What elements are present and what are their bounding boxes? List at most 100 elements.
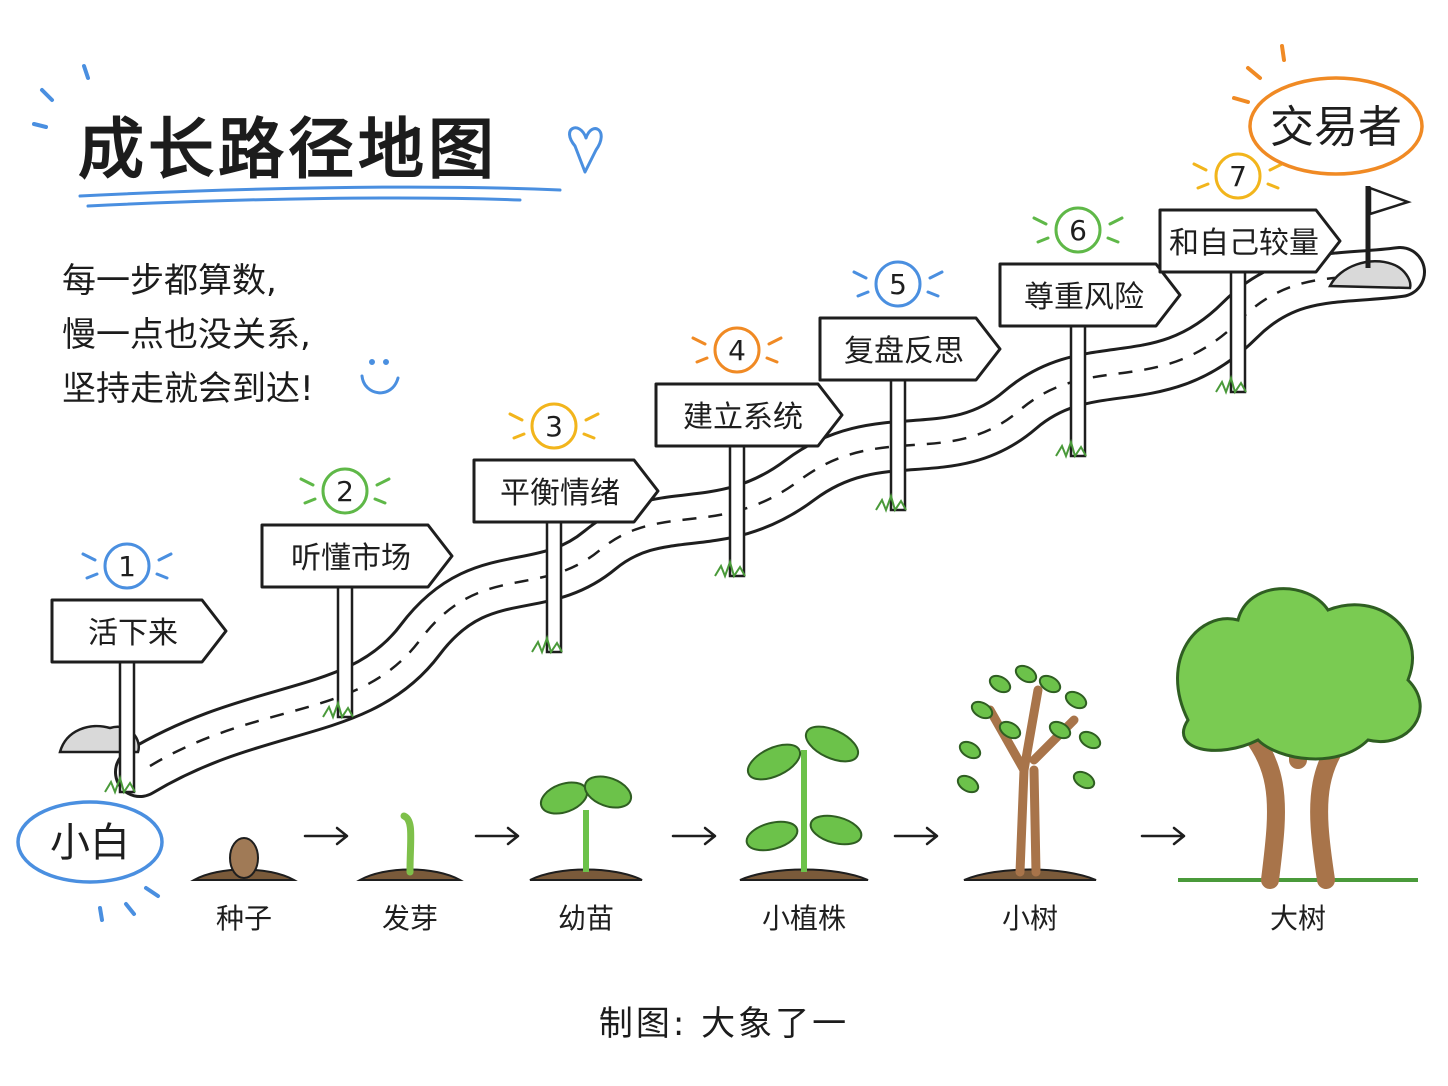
signpost-step-6: 尊重风险 6 xyxy=(998,206,1182,459)
step-label: 尊重风险 xyxy=(1024,280,1144,315)
step-number-circle xyxy=(713,326,761,374)
start-badge: 小白 xyxy=(16,800,164,922)
sign-board xyxy=(1158,208,1342,274)
start-label: 小白 xyxy=(50,820,130,866)
stage-label: 小植株 xyxy=(762,902,846,935)
motto-line-3: 坚持走就会到达! xyxy=(62,369,314,409)
finish-flag-icon xyxy=(1328,186,1412,290)
step-number-circle xyxy=(1214,152,1262,200)
growth-stage-5: 小树 xyxy=(956,664,1102,935)
signpost-step-3: 平衡情绪 3 xyxy=(472,402,660,655)
arrow-right-icon xyxy=(671,826,717,846)
sign-post xyxy=(118,660,136,794)
sparkle-icon xyxy=(1032,216,1124,244)
leaf xyxy=(1048,720,1072,740)
sparkle-icon xyxy=(1192,162,1284,190)
leaf xyxy=(1038,674,1062,694)
page-title: 成长路径地图 xyxy=(78,111,498,188)
step-number-circle xyxy=(1054,206,1102,254)
grass-tuft xyxy=(1055,438,1087,459)
step-label: 和自己较量 xyxy=(1169,226,1319,261)
motto-line-2: 慢一点也没关系, xyxy=(62,315,311,355)
arrow-right-icon xyxy=(893,826,939,846)
soil-mound xyxy=(739,868,869,881)
step-number: 4 xyxy=(728,334,746,367)
young-tree-trunk xyxy=(985,685,1079,877)
step-number: 3 xyxy=(545,410,563,443)
leaf xyxy=(583,775,633,809)
leaf xyxy=(745,820,799,852)
leaf xyxy=(809,814,863,846)
leaf xyxy=(746,743,802,781)
grass-tuft xyxy=(104,774,136,795)
step-label: 听懂市场 xyxy=(291,541,411,576)
grass-tuft xyxy=(875,492,907,513)
arrow-right-icon xyxy=(474,826,520,846)
signpost-step-1: 活下来 1 xyxy=(50,542,228,795)
stage-label: 小树 xyxy=(1002,902,1058,935)
sign-post xyxy=(1229,270,1247,394)
end-badge: 交易者 xyxy=(1232,44,1424,176)
grass-tuft xyxy=(1215,374,1247,395)
sparkle-icon xyxy=(299,477,391,505)
growth-stage-6: 大树 xyxy=(1176,587,1422,935)
step-label: 复盘反思 xyxy=(844,334,964,369)
sign-post xyxy=(728,444,746,578)
growth-stages: 种子 发芽 幼苗 小植株 小树 大树 xyxy=(190,587,1422,935)
growth-stage-1: 种子 xyxy=(190,837,298,935)
sparkle-icon xyxy=(508,412,600,440)
sparkle-icon xyxy=(81,552,173,580)
motto-line-1: 每一步都算数, xyxy=(62,261,277,301)
sign-board xyxy=(260,523,454,589)
sprout-icon xyxy=(400,812,415,876)
sparkle-icon xyxy=(852,270,944,298)
smiley-icon xyxy=(360,359,400,395)
leaf xyxy=(958,740,982,760)
growth-stage-2: 发芽 xyxy=(356,812,464,935)
credit-text: 制图: 大象了一 xyxy=(598,1004,850,1044)
end-label: 交易者 xyxy=(1270,102,1402,153)
sign-board xyxy=(654,382,844,448)
leaf xyxy=(1064,690,1088,710)
sign-board xyxy=(998,262,1182,328)
grass-tuft xyxy=(714,558,746,579)
step-number: 6 xyxy=(1069,214,1087,247)
step-number-circle xyxy=(874,260,922,308)
soil-mound xyxy=(529,868,643,881)
leaf xyxy=(1014,664,1038,684)
step-number-circle xyxy=(321,467,369,515)
grass-tuft xyxy=(322,699,354,720)
leaf xyxy=(998,720,1022,740)
step-number: 1 xyxy=(118,550,136,583)
step-number-circle xyxy=(103,542,151,590)
sign-board xyxy=(50,598,228,664)
stage-label: 大树 xyxy=(1270,902,1326,935)
stage-label: 发芽 xyxy=(382,902,438,935)
sign-post xyxy=(545,520,563,654)
leaf xyxy=(988,674,1012,694)
motto-text: 每一步都算数, 慢一点也没关系, 坚持走就会到达! xyxy=(62,254,314,416)
grass-tuft xyxy=(531,634,563,655)
sign-post xyxy=(1069,324,1087,458)
leaf xyxy=(804,725,860,763)
signpost-step-4: 建立系统 4 xyxy=(654,326,844,579)
seed-icon xyxy=(229,837,259,879)
winding-road xyxy=(114,246,1426,798)
title-sparkle-icon xyxy=(32,64,90,129)
growth-stage-4: 小植株 xyxy=(739,725,869,935)
leaf xyxy=(1078,730,1102,750)
step-label: 建立系统 xyxy=(683,400,803,435)
arrow-right-icon xyxy=(303,826,349,846)
stage-label: 种子 xyxy=(216,902,272,935)
leaf xyxy=(956,774,980,794)
step-label: 平衡情绪 xyxy=(500,476,620,511)
step-label: 活下来 xyxy=(88,616,178,651)
heart-icon xyxy=(568,126,603,174)
sign-board xyxy=(818,316,1002,382)
sign-board xyxy=(472,458,660,524)
stage-label: 幼苗 xyxy=(558,902,614,935)
